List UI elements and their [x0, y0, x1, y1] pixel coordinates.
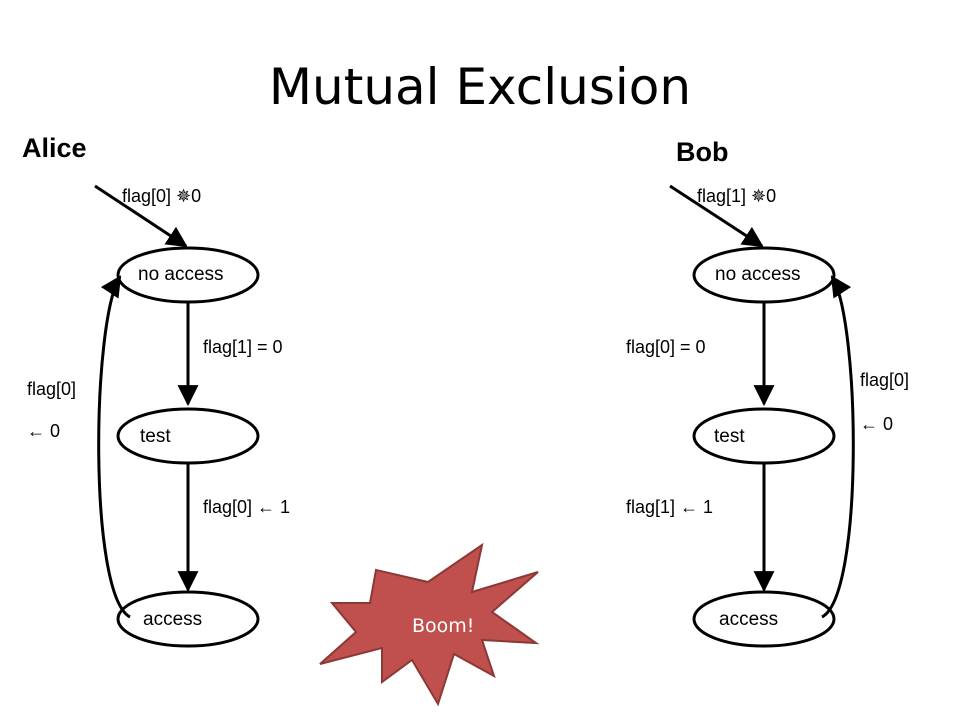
bob-return-label-line2: ← 0	[860, 414, 894, 434]
bob-edge-noaccess-test-label: flag[0] = 0	[626, 337, 706, 357]
alice-return-label-line1: flag[0]	[27, 379, 77, 399]
bob-test-label: test	[714, 426, 745, 447]
bob-init-label: flag[1] ✵0	[697, 186, 777, 206]
alice-test-node	[116, 407, 260, 465]
boom-label: Boom!	[412, 615, 475, 637]
bob-name: Bob	[676, 137, 729, 167]
bob-access-label: access	[719, 609, 779, 630]
alice-edge-test-access-label: flag[0] ← 1	[203, 497, 291, 517]
page-title: Mutual Exclusion	[268, 58, 692, 116]
alice-no-access-label: no access	[138, 264, 224, 285]
bob-access-node	[692, 590, 836, 648]
alice-name: Alice	[22, 133, 87, 163]
bob-init-arrow	[669, 184, 764, 248]
alice-return-arrow	[97, 275, 131, 619]
alice-test-label: test	[140, 426, 171, 447]
alice-access-label: access	[143, 609, 203, 630]
bob-return-arrow	[821, 275, 855, 619]
bob-no-access-label: no access	[715, 264, 801, 285]
alice-init-label: flag[0] ✵0	[122, 186, 202, 206]
bob-edge-test-access-label: flag[1] ← 1	[626, 497, 714, 517]
boom-explosion-shape	[319, 542, 540, 707]
alice-return-label-line2: ← 0	[27, 421, 61, 441]
bob-return-label-line1: flag[0]	[860, 370, 910, 390]
alice-access-node	[116, 590, 260, 648]
alice-init-arrow	[94, 184, 188, 248]
alice-edge-noaccess-test-label: flag[1] = 0	[203, 337, 283, 357]
